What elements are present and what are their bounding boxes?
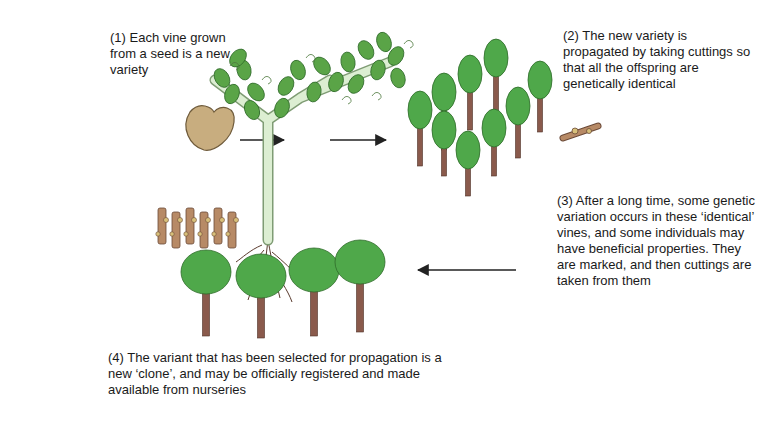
seed xyxy=(186,106,234,151)
leaf xyxy=(288,58,308,82)
leaf xyxy=(222,82,242,106)
leaf xyxy=(310,54,334,78)
tendril xyxy=(306,54,315,62)
vine-tree xyxy=(408,91,432,166)
leaf xyxy=(275,74,297,98)
arrow xyxy=(240,139,284,141)
leaf xyxy=(385,44,407,68)
tendril xyxy=(262,76,271,84)
tendril xyxy=(404,40,413,48)
vine-tree xyxy=(456,131,480,196)
step-label: (3) After a long time, some genetic vari… xyxy=(557,193,762,289)
vine-tree xyxy=(482,109,506,176)
vine-tree xyxy=(432,111,456,176)
vine-tree xyxy=(335,240,385,332)
cutting xyxy=(226,212,239,248)
tendril xyxy=(372,92,381,100)
leaf xyxy=(326,70,346,94)
cutting xyxy=(170,212,183,248)
cuttings xyxy=(156,208,239,248)
clone-vines xyxy=(408,39,552,196)
vine-tree xyxy=(506,87,530,158)
arrow xyxy=(418,269,516,271)
new-clone-vines xyxy=(181,240,385,338)
cutting xyxy=(212,208,225,244)
leaf xyxy=(345,72,367,96)
step-label: (1) Each vine grown from a seed is a new… xyxy=(110,30,250,78)
vine-tree xyxy=(458,55,482,130)
arrow xyxy=(330,139,386,141)
leaf xyxy=(272,96,292,120)
cutting xyxy=(156,208,169,244)
cutting xyxy=(198,212,211,248)
leaf xyxy=(389,67,408,90)
leaf xyxy=(241,98,262,122)
vine xyxy=(211,30,413,302)
leaf xyxy=(339,51,356,73)
leaf xyxy=(355,38,377,62)
tendril xyxy=(230,62,239,70)
step-label: (2) The new variety is propagated by tak… xyxy=(563,28,753,92)
vine-tree xyxy=(484,39,508,112)
tendril xyxy=(342,96,351,104)
vine-tree xyxy=(181,250,231,336)
vine-tree xyxy=(236,254,286,338)
leaf xyxy=(305,81,322,103)
vine-tree xyxy=(289,248,339,336)
cutting xyxy=(184,208,197,244)
cutting xyxy=(563,126,598,138)
vine-tree xyxy=(432,73,456,150)
vine-tree xyxy=(528,61,552,132)
step-label: (4) The variant that has been selected f… xyxy=(108,350,468,398)
leaf xyxy=(369,59,388,82)
